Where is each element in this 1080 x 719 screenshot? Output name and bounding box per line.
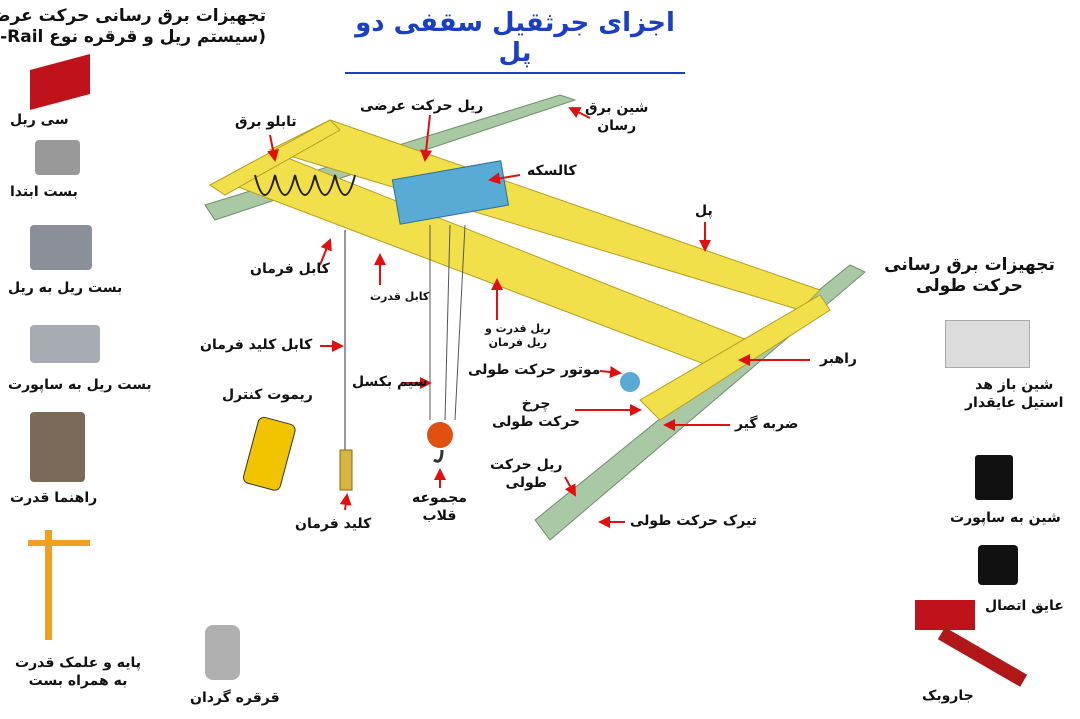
trolley-wheel-image <box>205 625 240 680</box>
label-remote: ریموت کنترل <box>222 387 313 403</box>
busbar-label-1: شین باز هد <box>975 377 1054 393</box>
left-item-c-rail: سی ریل <box>10 112 69 128</box>
hook-block <box>427 422 453 448</box>
left-item-mast: پایه و علمک قدرت به همراه بست <box>15 655 141 690</box>
label-wire-rope: سیم بکسل <box>352 374 428 390</box>
end-carriage <box>639 294 831 421</box>
right-item-busbar: شین باز هد استیل عایقدار <box>965 377 1063 412</box>
remote-control <box>242 416 296 491</box>
right-heading-line1: تجهیزات برق رسانی <box>884 255 1055 275</box>
power-guide-image <box>30 412 85 482</box>
arrows <box>267 107 810 528</box>
left-heading-line2: (سیستم ریل و قرقره نوع C-Rail) <box>0 27 266 48</box>
right-panel-heading: تجهیزات برق رسانی حرکت طولی <box>862 255 1077 298</box>
collector-image <box>915 600 975 630</box>
page-title: اجزای جرثقیل سقفی دو پل <box>345 8 685 74</box>
pendant-switch <box>339 449 353 491</box>
right-item-insulator: عایق اتصال <box>985 598 1064 614</box>
long-rail-2: طولی <box>505 474 547 491</box>
label-buffer: ضربه گیر <box>735 416 799 432</box>
left-item-end-clamp: بست ابتدا <box>10 184 78 200</box>
label-pendant: کلید فرمان <box>295 516 372 532</box>
rails-1: ریل قدرت و <box>485 322 551 335</box>
label-power-cable: کابل قدرت <box>370 290 430 303</box>
label-guide: راهبر <box>820 351 857 367</box>
rails-2: ریل فرمان <box>488 335 548 349</box>
label-long-motor: موتور حرکت طولی <box>468 362 601 378</box>
left-heading-line1: تجهیزات برق رسانی حرکت عرضی <box>0 6 266 26</box>
trolley <box>391 160 510 225</box>
right-heading-line2: حرکت طولی <box>916 276 1023 297</box>
mast-label-1: پایه و علمک قدرت <box>15 655 141 671</box>
busbar-support-image <box>975 455 1013 500</box>
mast-arm <box>28 540 90 546</box>
left-panel-heading: تجهیزات برق رسانی حرکت عرضی (سیستم ریل و… <box>0 6 266 49</box>
label-cross-rail: ریل حرکت عرضی <box>360 98 484 114</box>
busbar-2: رسان <box>597 117 637 134</box>
wheel-2: حرکت طولی <box>492 413 581 430</box>
hook-1: مجموعه <box>412 490 467 506</box>
busbar-1: شین برق <box>585 100 649 116</box>
label-control-cable: کابل فرمان <box>250 261 330 277</box>
left-item-joint-clamp: بست ریل به ریل <box>8 280 123 296</box>
busbar-label-2: استیل عایقدار <box>965 394 1064 411</box>
mast-label-2: به همراه بست <box>28 672 128 689</box>
left-item-trolley-wheel: قرقره گردان <box>190 690 280 706</box>
right-item-busbar-support: شین به ساپورت <box>950 510 1061 526</box>
wheel-1: چرخ <box>521 396 551 412</box>
left-item-support-clamp: بست ریل به ساپورت <box>8 377 152 393</box>
mast-image <box>45 530 52 640</box>
long-rail-1: ریل حرکت <box>490 457 563 473</box>
hook-2: قلاب <box>422 507 457 524</box>
label-runway-beam: تیرک حرکت طولی <box>630 513 757 529</box>
label-trolley: کالسکه <box>527 163 577 179</box>
left-item-power-guide: راهنما قدرت <box>10 490 98 506</box>
support-clamp-image <box>30 325 100 363</box>
bridge-girder-back <box>268 119 821 311</box>
busbar-image <box>945 320 1030 368</box>
insulator-image <box>978 545 1018 585</box>
label-bridge: پل <box>695 203 713 219</box>
label-panel: تابلو برق <box>235 114 297 130</box>
end-clamp-image <box>35 140 80 175</box>
label-pendant-cable: کابل کلید فرمان <box>200 337 313 353</box>
joint-clamp-image <box>30 225 92 270</box>
right-item-collector: جاروبک <box>922 688 974 704</box>
